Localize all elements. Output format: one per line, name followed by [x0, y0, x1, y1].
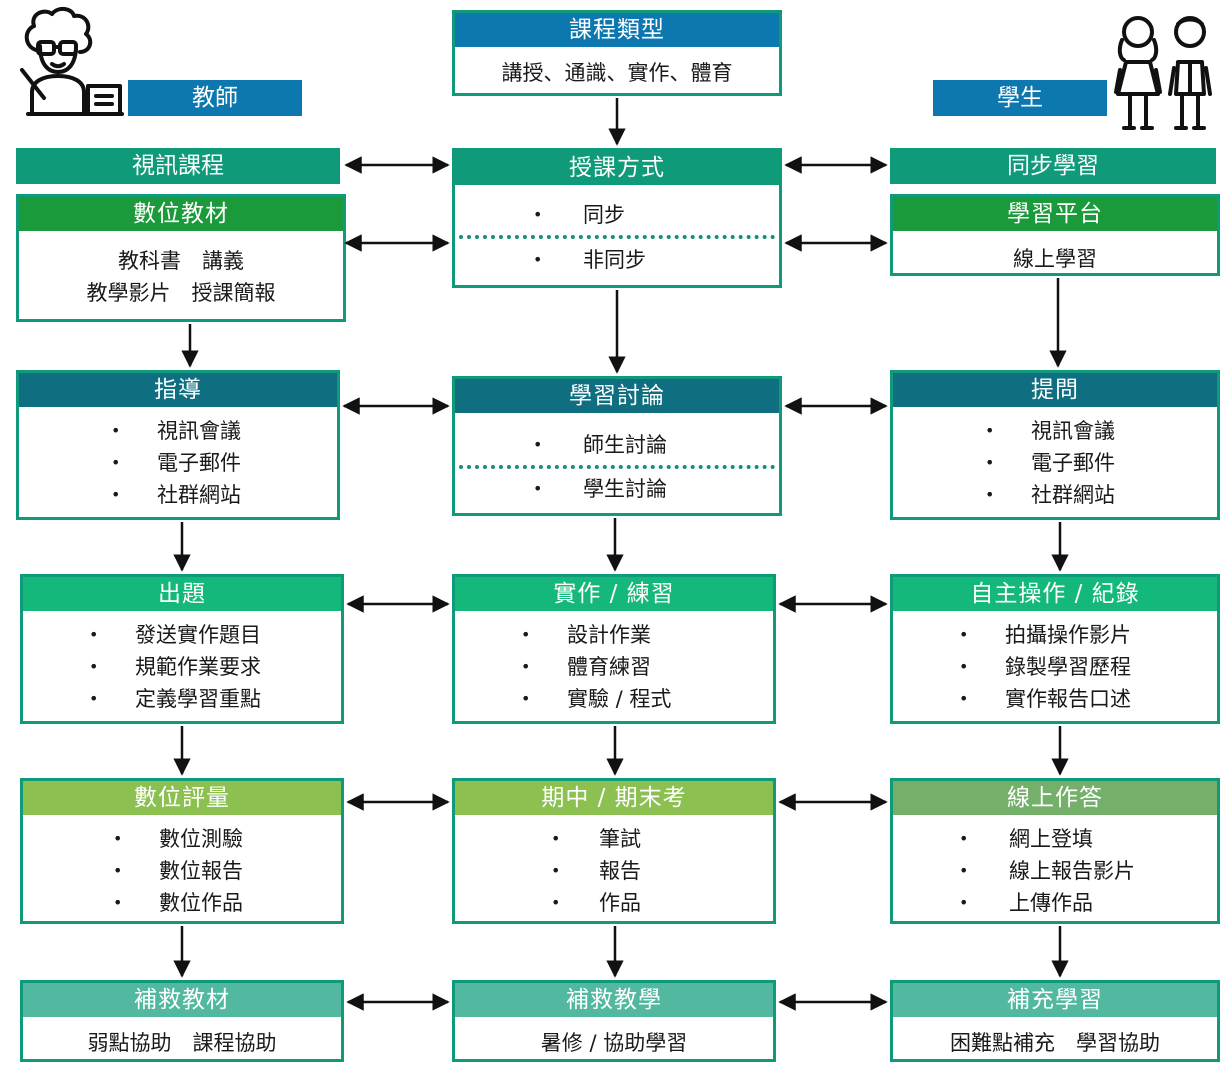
list-item: •實作報告口述	[959, 687, 1131, 711]
remedial-teaching-title: 補救教學	[455, 983, 773, 1017]
list-item: •定義學習重點	[89, 687, 261, 711]
digital-material-box: 數位教材 教科書 講義 教學影片 授課簡報	[16, 194, 346, 322]
learning-platform-text: 線上學習	[1013, 247, 1097, 271]
sync-learning-label: 同步學習	[890, 148, 1216, 184]
teacher-icon	[20, 7, 124, 116]
remedial-material-title: 補救教材	[23, 983, 341, 1017]
list-item: •作品	[551, 891, 641, 915]
list-item: •學生討論	[533, 477, 667, 501]
guidance-box: 指導 •視訊會議 •電子郵件 •社群網站	[16, 370, 340, 520]
supplementary-learning-text: 困難點補充 學習協助	[950, 1031, 1160, 1055]
guidance-title: 指導	[19, 373, 337, 407]
list-item: •視訊會議	[985, 419, 1115, 443]
list-item: •上傳作品	[959, 891, 1093, 915]
list-item: •數位報告	[113, 859, 243, 883]
list-item: •錄製學習歷程	[959, 655, 1131, 679]
list-item: •電子郵件	[985, 451, 1115, 475]
list-item: •規範作業要求	[89, 655, 261, 679]
course-type-box: 課程類型 講授、通識、實作、體育	[452, 10, 782, 96]
supplementary-learning-title: 補充學習	[893, 983, 1217, 1017]
supplementary-learning-box: 補充學習 困難點補充 學習協助	[890, 980, 1220, 1062]
list-item: •拍攝操作影片	[959, 623, 1131, 647]
remedial-teaching-text: 暑修 / 協助學習	[540, 1031, 688, 1055]
list-item: •同步	[533, 203, 625, 227]
list-item: •數位測驗	[113, 827, 243, 851]
learning-platform-box: 學習平台 線上學習	[890, 194, 1220, 276]
online-answer-title: 線上作答	[893, 781, 1217, 815]
digital-assessment-box: 數位評量 •數位測驗 •數位報告 •數位作品	[20, 778, 344, 924]
digital-material-line1: 教科書 講義	[118, 249, 244, 273]
course-type-text: 講授、通識、實作、體育	[501, 61, 733, 85]
list-item: •設計作業	[521, 623, 651, 647]
list-item: •數位作品	[113, 891, 243, 915]
teaching-method-box: 授課方式 •同步 •非同步	[452, 148, 782, 288]
list-item: •報告	[551, 859, 641, 883]
list-item: •非同步	[533, 248, 646, 272]
teacher-label: 教師	[128, 80, 302, 116]
course-type-title: 課程類型	[455, 13, 779, 47]
teaching-method-title: 授課方式	[455, 151, 779, 185]
list-item: •實驗 / 程式	[521, 687, 672, 711]
learning-platform-title: 學習平台	[893, 197, 1217, 231]
discussion-title: 學習討論	[455, 379, 779, 413]
exam-box: 期中 / 期末考 •筆試 •報告 •作品	[452, 778, 776, 924]
assignment-title: 出題	[23, 577, 341, 611]
list-item: •網上登填	[959, 827, 1093, 851]
divider	[459, 465, 775, 469]
remedial-material-text: 弱點協助 課程協助	[87, 1031, 277, 1055]
student-label: 學生	[933, 80, 1107, 116]
remedial-teaching-box: 補救教學 暑修 / 協助學習	[452, 980, 776, 1062]
self-operation-title: 自主操作 / 紀錄	[893, 577, 1217, 611]
practice-box: 實作 / 練習 •設計作業 •體育練習 •實驗 / 程式	[452, 574, 776, 724]
self-operation-box: 自主操作 / 紀錄 •拍攝操作影片 •錄製學習歷程 •實作報告口述	[890, 574, 1220, 724]
digital-material-line2: 教學影片 授課簡報	[86, 281, 276, 305]
exam-title: 期中 / 期末考	[455, 781, 773, 815]
list-item: •社群網站	[111, 483, 241, 507]
list-item: •社群網站	[985, 483, 1115, 507]
list-item: •視訊會議	[111, 419, 241, 443]
list-item: •筆試	[551, 827, 641, 851]
list-item: •電子郵件	[111, 451, 241, 475]
digital-assessment-title: 數位評量	[23, 781, 341, 815]
remedial-material-box: 補救教材 弱點協助 課程協助	[20, 980, 344, 1062]
discussion-box: 學習討論 •師生討論 •學生討論	[452, 376, 782, 516]
digital-material-title: 數位教材	[19, 197, 343, 231]
students-icon	[1114, 16, 1212, 130]
practice-title: 實作 / 練習	[455, 577, 773, 611]
list-item: •發送實作題目	[89, 623, 261, 647]
online-answer-box: 線上作答 •網上登填 •線上報告影片 •上傳作品	[890, 778, 1220, 924]
assignment-box: 出題 •發送實作題目 •規範作業要求 •定義學習重點	[20, 574, 344, 724]
list-item: •線上報告影片	[959, 859, 1135, 883]
list-item: •師生討論	[533, 433, 667, 457]
question-title: 提問	[893, 373, 1217, 407]
question-box: 提問 •視訊會議 •電子郵件 •社群網站	[890, 370, 1220, 520]
list-item: •體育練習	[521, 655, 651, 679]
video-course-label: 視訊課程	[16, 148, 340, 184]
divider	[459, 235, 775, 239]
